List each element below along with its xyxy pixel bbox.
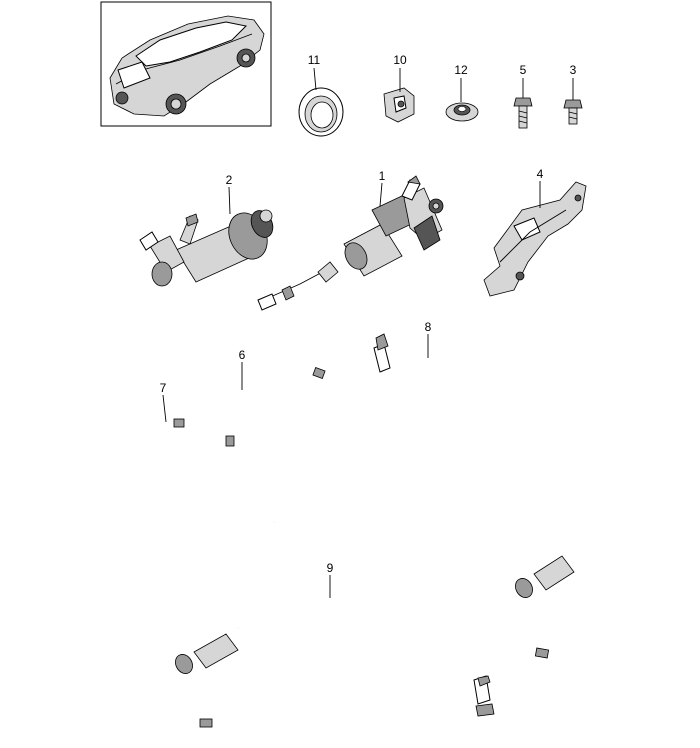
callout-7: 7 [160, 381, 167, 395]
callout-5: 5 [520, 63, 527, 77]
part-4-heat-shield[interactable] [483, 181, 587, 297]
part-7-pipe[interactable] [126, 418, 282, 538]
callout-labels: 11 10 12 5 3 2 1 4 6 7 8 9 [160, 53, 577, 575]
part-6-pipe[interactable] [225, 362, 326, 447]
car-icon [109, 15, 265, 117]
callout-3: 3 [570, 63, 577, 77]
vehicle-thumbnail [100, 1, 272, 127]
part-11-seal-ring[interactable] [298, 87, 344, 137]
callout-12: 12 [454, 63, 468, 77]
callout-1: 1 [379, 169, 386, 183]
callout-9: 9 [327, 561, 334, 575]
callout-6: 6 [239, 348, 246, 362]
part-5-bolt[interactable] [513, 97, 533, 129]
callout-11: 11 [308, 53, 321, 67]
callout-4: 4 [537, 167, 544, 181]
part-3-screw[interactable] [563, 99, 583, 125]
part-12-grommet[interactable] [445, 102, 479, 122]
callout-10: 10 [393, 53, 407, 67]
callout-8: 8 [425, 320, 432, 334]
part-2-slave-cylinder[interactable] [139, 207, 277, 287]
part-10-clip[interactable] [383, 87, 415, 123]
part-8-clutch-line[interactable] [373, 333, 586, 659]
part-9-clutch-line[interactable] [154, 578, 495, 728]
callout-2: 2 [226, 173, 233, 187]
part-1-master-cylinder[interactable] [257, 175, 444, 311]
leader-lines [162, 67, 574, 598]
